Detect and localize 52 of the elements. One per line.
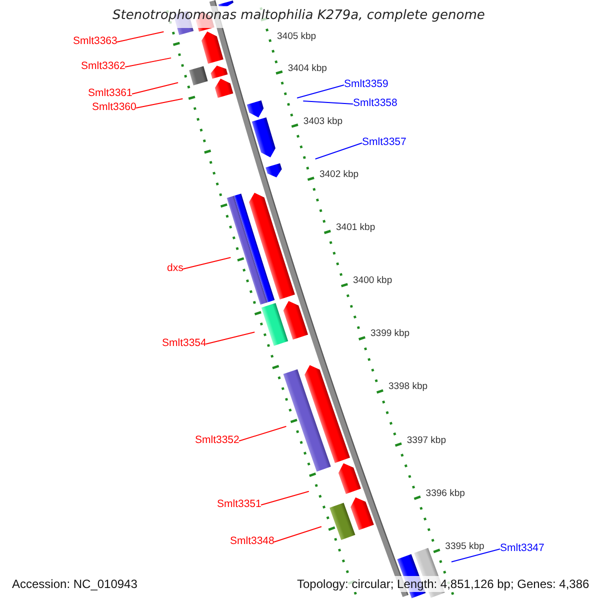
gene-label: Smlt3363 — [73, 36, 118, 48]
leader-line — [206, 332, 256, 344]
leader-line — [182, 257, 232, 270]
gene-label: Smlt3352 — [195, 435, 240, 447]
leader-line — [450, 548, 500, 562]
leader-line — [296, 84, 344, 98]
gene-label: Smlt3362 — [81, 61, 126, 73]
gene-label: Smlt3358 — [353, 98, 398, 110]
gene-label: Smlt3361 — [88, 88, 132, 100]
scale-label: 3398 kbp — [388, 382, 428, 393]
scale-label: 3400 kbp — [353, 276, 392, 287]
gene-label: Smlt3357 — [362, 137, 406, 149]
gene-feature — [304, 365, 350, 463]
leader-line — [260, 490, 310, 506]
scale-label: 3405 kbp — [277, 32, 316, 42]
gene-bar — [261, 303, 288, 346]
leader-line — [132, 82, 179, 94]
gene-feature — [210, 66, 228, 79]
leader-line — [124, 57, 172, 68]
scale-label: 3396 kbp — [426, 488, 465, 500]
gene-feature — [214, 78, 234, 98]
gene-label: Smlt3360 — [92, 102, 136, 114]
leader-line — [238, 426, 287, 442]
gene-feature — [338, 463, 361, 494]
scale-label: 3402 kbp — [319, 170, 359, 181]
gene-label: dxs — [167, 263, 184, 275]
gene-bar — [234, 194, 275, 302]
gene-label: Smlt3351 — [217, 499, 262, 511]
gene-feature — [249, 192, 295, 300]
gene-feature — [350, 497, 374, 530]
scale-label: 3401 kbp — [336, 223, 376, 234]
leader-line — [302, 100, 354, 104]
leader-line — [136, 98, 184, 108]
gene-bar — [226, 196, 268, 305]
gene-label: Smlt3348 — [230, 536, 274, 548]
scale-label: 3397 kbp — [406, 436, 446, 446]
gene-label: Smlt3359 — [344, 79, 388, 91]
leader-line — [116, 31, 164, 42]
scale-label: 3404 kbp — [288, 64, 327, 74]
scale-label: 3395 kbp — [445, 542, 484, 552]
gene-label: Smlt3354 — [162, 338, 206, 350]
leader-line — [274, 526, 322, 542]
gene-feature — [266, 163, 282, 178]
gene-bar — [189, 66, 208, 86]
gene-bar — [330, 502, 356, 540]
gene-feature — [283, 301, 308, 340]
scale-label: 3399 kbp — [370, 329, 410, 340]
gene-feature — [246, 100, 264, 118]
leader-line — [314, 142, 362, 160]
scale-label: 3403 kbp — [303, 117, 343, 128]
gene-bar — [283, 369, 331, 472]
gene-label: Smlt3347 — [500, 543, 544, 555]
